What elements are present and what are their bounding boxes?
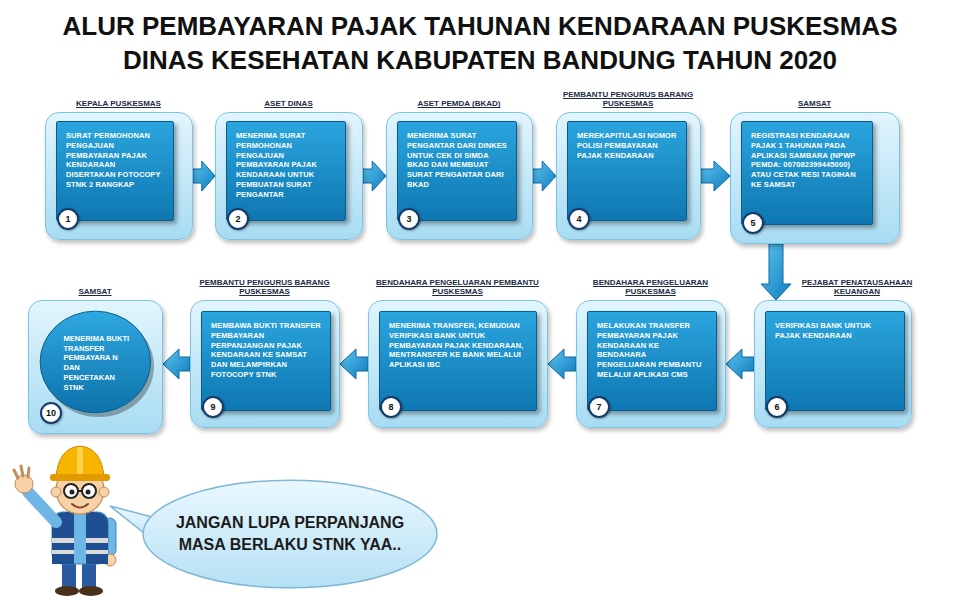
process-box: MEREKAPITULASI NOMOR POLISI PEMBAYARAN P… xyxy=(567,121,687,221)
callout-number: 7 xyxy=(588,396,610,418)
role-heading: PEMBANTU PENGURUS BARANG PUSKESMAS xyxy=(191,278,338,297)
callout-number: 6 xyxy=(766,396,788,418)
process-box: MENERIMA SURAT PENGANTAR DARI DINKES UNT… xyxy=(397,121,517,221)
speech-text: JANGAN LUPA PERPANJANG MASA BERLAKU STNK… xyxy=(165,512,415,555)
step-text: MEMBAWA BUKTI TRANSFER PEMBAYARAN PERPAN… xyxy=(211,321,321,380)
flow-arrow xyxy=(548,349,576,379)
callout-number: 4 xyxy=(568,208,590,230)
role-heading: BENDAHARA PENGELUARAN PEMBANTU PUSKESMAS xyxy=(369,278,546,297)
flow-arrow xyxy=(163,349,190,379)
callout-number: 1 xyxy=(57,208,79,230)
flow-arrow xyxy=(340,349,368,379)
step-text: MENERIMA BUKTI TRANSFER PEMBAYARA N DAN … xyxy=(64,334,130,393)
flow-arrow xyxy=(533,161,556,191)
callout-number: 3 xyxy=(398,208,420,230)
role-heading: PEJABAT PENATAUSAHAAN KEUANGAN xyxy=(801,278,913,297)
callout-number: 2 xyxy=(227,208,249,230)
step-text: SURAT PERMOHONAN PENGAJUAN PEMBAYARAN PA… xyxy=(66,131,164,190)
worker-figure xyxy=(14,446,116,596)
step-text: MENERIMA SURAT PERMOHONAN PENGAJUAN PEMB… xyxy=(236,131,336,199)
flow-arrow xyxy=(363,161,386,191)
process-box: MENERIMA SURAT PERMOHONAN PENGAJUAN PEMB… xyxy=(226,121,346,221)
role-heading: SAMSAT xyxy=(731,99,898,109)
step-text: REGISTRASI KENDARAAN PAJAK 1 TAHUNAN PAD… xyxy=(751,131,863,190)
process-box: MENERIMA TRANSFER, KEMUDIAN VERIFIKASI B… xyxy=(379,311,537,411)
bubble-outline xyxy=(140,478,440,590)
process-box: MELAKUKAN TRANSFER PEMBAYARAN PAJAK KEND… xyxy=(587,311,717,411)
process-box: VERIFIKASI BANK UNTUK PAJAK KENDARAAN xyxy=(765,311,905,411)
process-box: MEMBAWA BUKTI TRANSFER PEMBAYARAN PERPAN… xyxy=(201,311,331,411)
step-text: VERIFIKASI BANK UNTUK PAJAK KENDARAAN xyxy=(775,321,895,341)
role-heading: ASET DINAS xyxy=(216,99,361,109)
process-ellipse: MENERIMA BUKTI TRANSFER PEMBAYARA N DAN … xyxy=(39,309,154,417)
role-heading: PEMBANTU PENGURUS BARANG PUSKESMAS xyxy=(557,90,699,109)
step-text: MEREKAPITULASI NOMOR POLISI PEMBAYARAN P… xyxy=(577,131,677,160)
role-heading: ASET PEMDA (BKAD) xyxy=(387,99,531,109)
flow-arrow xyxy=(701,161,730,191)
flow-arrow xyxy=(193,161,215,191)
callout-number: 10 xyxy=(40,402,62,424)
callout-number: 8 xyxy=(380,396,402,418)
role-heading: BENDAHARA PENGELUARAN PUSKESMAS xyxy=(577,278,724,297)
step-text: MELAKUKAN TRANSFER PEMBAYARAN PAJAK KEND… xyxy=(597,321,707,380)
process-box: SURAT PERMOHONAN PENGAJUAN PEMBAYARAN PA… xyxy=(56,121,174,221)
flow-arrow xyxy=(726,349,754,379)
diagram-title: ALUR PEMBAYARAN PAJAK TAHUNAN KENDARAAN … xyxy=(40,10,920,78)
callout-number: 5 xyxy=(742,212,764,234)
step-text: MENERIMA TRANSFER, KEMUDIAN VERIFIKASI B… xyxy=(389,321,527,370)
ellipse-outline xyxy=(39,309,154,417)
flow-arrow xyxy=(761,244,791,300)
role-heading: KEPALA PUSKESMAS xyxy=(46,99,191,109)
role-heading: SAMSAT xyxy=(29,287,161,297)
callout-number: 9 xyxy=(202,396,224,418)
process-box: REGISTRASI KENDARAAN PAJAK 1 TAHUNAN PAD… xyxy=(741,121,873,225)
speech-bubble: JANGAN LUPA PERPANJANG MASA BERLAKU STNK… xyxy=(140,478,440,590)
step-text: MENERIMA SURAT PENGANTAR DARI DINKES UNT… xyxy=(407,131,507,190)
